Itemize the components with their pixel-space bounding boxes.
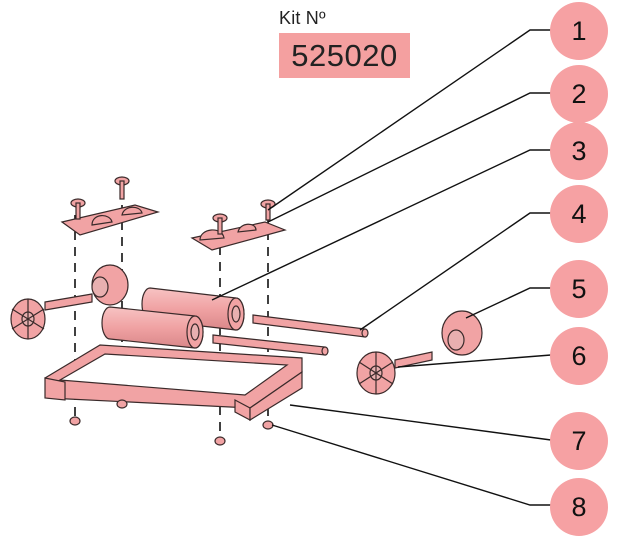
right-bracket [190,221,287,251]
right-axle-pin [394,351,433,369]
kit-label: Kit Nº [279,8,326,28]
callout-2: 2 [550,65,608,123]
callout-1: 1 [550,2,608,60]
right-wheel [356,351,396,395]
left-cap [91,264,129,306]
callout-8: 8 [550,478,608,536]
callout-4: 4 [550,185,608,243]
callout-5: 5 [550,260,608,318]
kit-number-box: 525020 [279,33,410,78]
left-screws [70,176,130,220]
callout-6: 6 [550,327,608,385]
base-frame [44,344,303,422]
leader-lines [211,29,552,506]
left-bracket [60,204,161,236]
lower-roller [101,306,204,349]
right-cap [441,310,483,356]
right-screws [212,199,276,235]
left-wheel [10,298,46,340]
callout-7: 7 [550,412,608,470]
axles [44,293,369,356]
callout-3: 3 [550,122,608,180]
